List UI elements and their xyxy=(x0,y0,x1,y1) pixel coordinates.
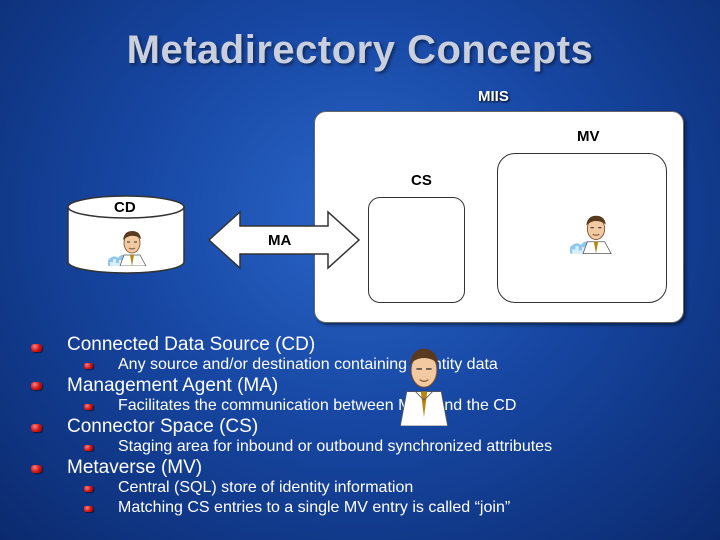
sub-bullet-icon xyxy=(84,486,93,492)
person-icon xyxy=(399,348,449,426)
connector-space-box xyxy=(368,197,465,303)
bullet-icon xyxy=(31,465,42,473)
ma-arrow xyxy=(207,210,361,270)
sub-bullet-ma: Facilitates the communication between MI… xyxy=(118,397,517,414)
bullet-mv: Metaverse (MV) xyxy=(67,457,203,478)
sub-bullet-icon xyxy=(84,404,93,410)
slide-title: Metadirectory Concepts xyxy=(126,28,594,72)
sub-bullet-cs: Staging area for inbound or outbound syn… xyxy=(118,438,553,455)
cd-label: CD xyxy=(114,199,136,216)
bullet-cd: Connected Data Source (CD) xyxy=(67,334,316,355)
person-icon xyxy=(570,215,612,254)
sub-bullet-mv-store: Central (SQL) store of identity informat… xyxy=(118,479,414,496)
bullet-cs: Connector Space (CS) xyxy=(67,416,259,437)
bullet-ma: Management Agent (MA) xyxy=(67,375,279,396)
mv-label: MV xyxy=(577,128,600,145)
bullet-icon xyxy=(31,382,42,390)
sub-bullet-cd: Any source and/or destination containing… xyxy=(118,356,498,373)
sub-bullet-icon xyxy=(84,363,93,369)
sub-bullet-icon xyxy=(84,445,93,451)
cs-label: CS xyxy=(411,172,432,189)
sub-bullet-mv-join: Matching CS entries to a single MV entry… xyxy=(118,499,511,516)
ma-label: MA xyxy=(268,232,292,249)
person-icon xyxy=(108,231,147,266)
miis-label: MIIS xyxy=(478,88,509,105)
sub-bullet-icon xyxy=(84,506,93,512)
bullet-icon xyxy=(31,424,42,432)
metaverse-box xyxy=(497,153,667,303)
bullet-icon xyxy=(31,344,42,352)
